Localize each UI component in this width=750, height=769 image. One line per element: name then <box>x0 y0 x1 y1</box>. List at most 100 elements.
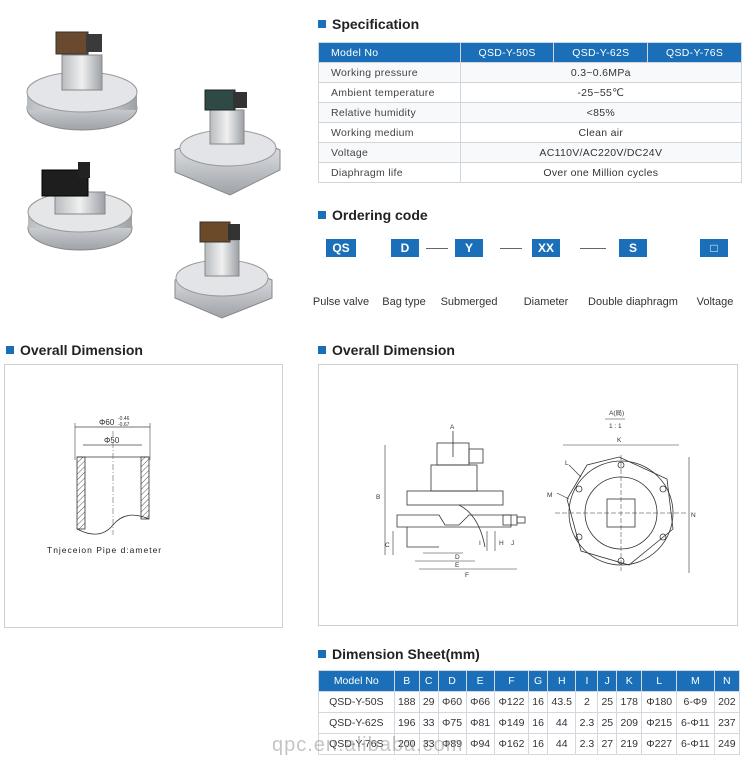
dim-cell: 249 <box>713 733 741 755</box>
code-box-d: D <box>391 239 419 257</box>
dim-cell: Φ162 <box>493 733 530 755</box>
dim-cell: 6-Φ9 <box>676 691 715 713</box>
dim-cell: 16 <box>528 733 548 755</box>
spec-label: Ambient temperature <box>318 82 461 103</box>
code-label-double-diaphragm: Double diaphragm <box>588 296 678 308</box>
valve-photo-2 <box>174 89 281 196</box>
code-label-pulse-valve: Pulse valve <box>312 296 370 308</box>
dim-header-cell: Model No <box>318 670 395 692</box>
dimension-sheet-title: Dimension Sheet(mm) <box>332 646 480 662</box>
label-h: H <box>499 540 504 547</box>
dim-cell: 188 <box>393 691 420 713</box>
dim-cell: 219 <box>616 733 643 755</box>
label-l: L <box>565 460 569 467</box>
spec-header-cell: QSD-Y-62S <box>553 42 649 63</box>
dim-row: QSD-Y-76S 200 33 Φ89 Φ94 Φ162 16 44 2.3 … <box>318 733 741 755</box>
spec-value: Over one Million cycles <box>459 162 743 183</box>
spec-label: Working medium <box>318 122 461 143</box>
outer-diameter-label: Φ60 <box>99 418 115 427</box>
spec-value: -25~55℃ <box>459 82 743 103</box>
dim-cell: 44 <box>546 712 577 734</box>
label-m: M <box>547 492 552 499</box>
inner-diameter-label: Φ50 <box>104 436 120 445</box>
dim-cell: 25 <box>597 691 618 713</box>
label-d: D <box>455 554 460 561</box>
code-label-bag-type: Bag type <box>382 296 426 308</box>
specification-table: Model No QSD-Y-50S QSD-Y-62S QSD-Y-76S W… <box>318 42 743 183</box>
dim-cell: Φ94 <box>465 733 495 755</box>
dim-cell: 16 <box>528 691 548 713</box>
dim-cell: Φ215 <box>641 712 677 734</box>
dim-cell: 25 <box>597 712 618 734</box>
dim-header-cell: G <box>528 670 548 692</box>
dim-header-cell: M <box>676 670 715 692</box>
dim-cell: Φ149 <box>493 712 530 734</box>
valve-photo-3 <box>27 162 133 251</box>
dim-cell: 2.3 <box>575 733 599 755</box>
spec-header-row: Model No QSD-Y-50S QSD-Y-62S QSD-Y-76S <box>318 42 742 63</box>
dim-cell: 43.5 <box>546 691 577 713</box>
valve-photo-4 <box>174 221 273 319</box>
code-dash <box>500 248 522 249</box>
dim-header-cell: C <box>418 670 439 692</box>
tolerance-upper: -0.46 <box>118 416 130 422</box>
tolerance-lower: -0.67 <box>118 422 130 428</box>
dim-header-cell: B <box>393 670 420 692</box>
dim-cell: 33 <box>418 712 439 734</box>
dim-cell: 6-Φ11 <box>676 733 715 755</box>
code-box-s: S <box>619 239 647 257</box>
product-photos <box>26 31 281 319</box>
dim-row: QSD-Y-62S 196 33 Φ75 Φ81 Φ149 16 44 2.3 … <box>318 712 741 734</box>
dim-header-cell: I <box>575 670 599 692</box>
overall-dimension-right-title: Overall Dimension <box>332 342 455 358</box>
code-box-qs: QS <box>326 239 356 257</box>
ordering-heading: Ordering code <box>318 207 428 223</box>
label-n: N <box>691 512 696 519</box>
specification-title: Specification <box>332 16 420 32</box>
spec-value: 0.3~0.6MPa <box>459 62 743 83</box>
dim-cell: 44 <box>546 733 577 755</box>
dim-cell: 178 <box>616 691 643 713</box>
dim-cell: 16 <box>528 712 548 734</box>
code-box-voltage: □ <box>700 239 728 257</box>
dim-cell: QSD-Y-50S <box>318 691 395 713</box>
dim-row: QSD-Y-50S 188 29 Φ60 Φ66 Φ122 16 43.5 2 … <box>318 691 741 713</box>
heading-square-icon <box>318 20 326 28</box>
dimension-sheet-heading: Dimension Sheet(mm) <box>318 646 480 662</box>
dim-cell: 237 <box>713 712 741 734</box>
code-dash <box>426 248 448 249</box>
code-label-voltage: Voltage <box>696 296 734 308</box>
dim-header-cell: N <box>713 670 741 692</box>
dim-cell: 29 <box>418 691 439 713</box>
overall-dimension-left-title: Overall Dimension <box>20 342 143 358</box>
dim-cell: 2 <box>575 691 599 713</box>
label-c: C <box>385 542 390 549</box>
valve-photo-1 <box>26 31 138 131</box>
dim-cell: 27 <box>597 733 618 755</box>
spec-label: Working pressure <box>318 62 461 83</box>
spec-value: <85% <box>459 102 743 123</box>
label-a: A <box>450 424 455 431</box>
dim-cell: Φ60 <box>437 691 467 713</box>
spec-row: Relative humidity<85% <box>318 102 743 123</box>
pipe-diameter-drawing: Φ60 -0.46 -0.67 Φ50 Tnjeceion Pipe d:ame… <box>47 416 161 555</box>
dim-cell: Φ66 <box>465 691 495 713</box>
heading-square-icon <box>6 346 14 354</box>
heading-square-icon <box>318 650 326 658</box>
dim-header-cell: K <box>616 670 643 692</box>
dim-cell: Φ180 <box>641 691 677 713</box>
valve-drawing-frame: A B C D E F H I J A(局) 1 : 1 K <box>318 364 738 626</box>
dim-cell: 209 <box>616 712 643 734</box>
ordering-title: Ordering code <box>332 207 428 223</box>
top-view: K <box>555 437 690 573</box>
dim-header-cell: L <box>641 670 677 692</box>
dim-cell: Φ122 <box>493 691 530 713</box>
valve-dimension-drawing: A B C D E F H I J A(局) 1 : 1 K <box>376 409 696 579</box>
spec-value: Clean air <box>459 122 743 143</box>
dim-header-row: Model No B C D E F G H I J K L M N <box>318 670 741 692</box>
dim-cell: 2.3 <box>575 712 599 734</box>
specification-heading: Specification <box>318 16 419 32</box>
